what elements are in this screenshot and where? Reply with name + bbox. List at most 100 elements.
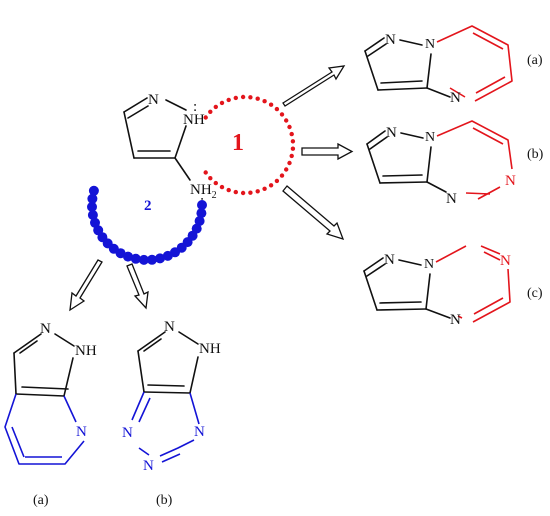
bond xyxy=(15,393,65,397)
red-dot xyxy=(233,95,238,101)
bond xyxy=(13,333,42,354)
arrow-to-product-c-right xyxy=(282,185,345,241)
blue-dot xyxy=(88,185,99,196)
red-dot xyxy=(274,178,280,184)
atom-n-blue: N xyxy=(76,424,87,440)
bond xyxy=(137,350,145,393)
atom-n-blue: N xyxy=(122,425,133,441)
red-dot xyxy=(268,102,274,107)
bond xyxy=(425,308,451,319)
red-dotted-ring-1 xyxy=(203,94,296,196)
blue-dot xyxy=(87,201,97,212)
product-tag: (c) xyxy=(527,286,543,301)
bond xyxy=(165,99,187,111)
bond xyxy=(382,174,423,177)
red-double-bond xyxy=(483,251,501,261)
atom-n: N xyxy=(425,37,435,52)
product-tag: (b) xyxy=(156,493,173,508)
blue-dot xyxy=(147,254,157,265)
bond xyxy=(143,391,191,394)
lone-pair-nh: : xyxy=(193,99,197,115)
aminopyrazole-reactant: N NH : NH2 : xyxy=(123,92,217,209)
red-dot xyxy=(233,189,238,195)
blue-dot xyxy=(196,208,207,219)
pyrazole-n-label: N xyxy=(148,92,159,108)
red-dot xyxy=(289,153,294,159)
atom-n: N xyxy=(384,252,395,268)
atom-n: N xyxy=(40,321,51,337)
bond xyxy=(380,80,423,84)
red-dot xyxy=(219,184,225,190)
red-dot xyxy=(279,173,285,178)
red-double-bond xyxy=(475,76,506,94)
atom-n-blue: N xyxy=(194,424,205,440)
product-tag: (a) xyxy=(33,493,49,508)
bond xyxy=(426,53,432,89)
bond xyxy=(398,259,422,266)
bond xyxy=(54,333,75,347)
red-dot xyxy=(262,186,267,191)
bond xyxy=(143,338,162,352)
blue-dot xyxy=(87,210,98,220)
blue-dot xyxy=(90,217,100,228)
atom-n: N xyxy=(386,125,397,141)
red-six-ring xyxy=(436,120,513,200)
bond xyxy=(366,263,386,277)
atom-n-blue: N xyxy=(143,458,154,474)
red-dot xyxy=(279,112,285,117)
bond xyxy=(363,270,378,311)
red-dot xyxy=(213,104,218,110)
red-double-bond xyxy=(472,127,504,145)
bond xyxy=(376,308,427,311)
red-dot xyxy=(290,146,296,151)
bond xyxy=(379,301,422,304)
region-2-label: 2 xyxy=(144,198,152,214)
product-tag: (b) xyxy=(527,147,544,162)
arrow-to-product-a-bottom xyxy=(69,259,103,312)
red-dot xyxy=(262,99,267,104)
bond xyxy=(363,257,384,272)
red-dot xyxy=(240,190,246,196)
bond xyxy=(400,132,424,139)
red-dot xyxy=(290,139,296,144)
bond xyxy=(189,356,199,394)
bond xyxy=(21,386,69,390)
blue-double-bond xyxy=(138,397,151,423)
bond xyxy=(366,130,386,145)
product-b-bottom: N NH N N N (b) xyxy=(122,319,221,508)
atom-n: N xyxy=(446,191,457,207)
amine-nh2-label: NH2 xyxy=(190,182,217,201)
red-dot xyxy=(287,160,292,166)
red-dot xyxy=(240,94,246,100)
bond xyxy=(369,136,388,150)
atom-n: N xyxy=(424,257,434,272)
bond xyxy=(366,143,381,184)
red-dot xyxy=(248,190,253,195)
atom-nh: NH xyxy=(199,341,221,357)
red-dot xyxy=(226,97,231,103)
atom-n: N xyxy=(385,32,396,48)
red-dot xyxy=(203,170,208,175)
bond xyxy=(19,340,38,354)
blue-dot xyxy=(194,216,205,226)
bond xyxy=(174,125,187,159)
region-1-label: 1 xyxy=(232,130,244,156)
red-dot xyxy=(274,106,280,112)
bond xyxy=(364,50,379,91)
blue-double-bond xyxy=(11,426,25,458)
red-dot xyxy=(289,131,294,137)
red-dot xyxy=(255,96,260,101)
bond xyxy=(174,157,191,181)
red-six-ring xyxy=(436,25,513,102)
red-dot xyxy=(219,100,225,106)
red-double-bond xyxy=(465,192,491,195)
red-double-bond xyxy=(472,32,504,50)
bond xyxy=(147,384,185,387)
bond xyxy=(379,181,428,184)
bond xyxy=(137,331,166,352)
red-dot xyxy=(203,115,208,120)
blue-dot xyxy=(162,250,173,261)
arrows xyxy=(69,65,354,312)
red-dot xyxy=(226,187,231,193)
